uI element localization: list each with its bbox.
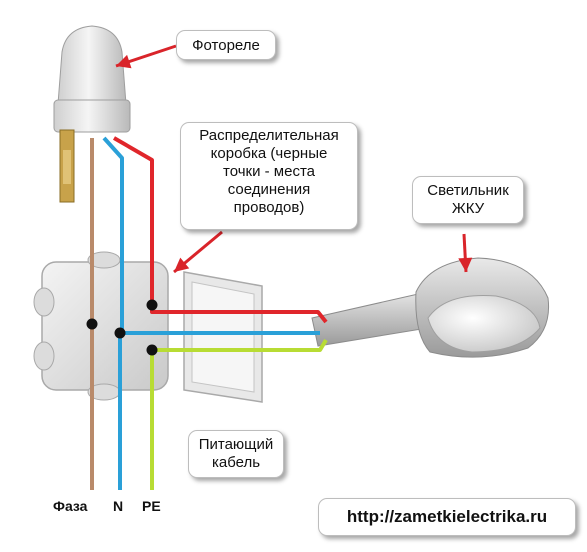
source-url: http://zametkielectrika.ru [318, 498, 576, 536]
callout-arrows [115, 44, 473, 274]
label-phase: Фаза [53, 498, 88, 514]
connection-dot-phase [146, 299, 158, 311]
connection-dot-ground [146, 344, 158, 356]
connection-dot-brown [86, 318, 98, 330]
wire-ground-to-lamp [152, 338, 328, 352]
callout-photorelay: Фотореле [176, 30, 276, 60]
connection-dot-neutral [114, 327, 126, 339]
wire-relay-red [112, 136, 154, 305]
street-lamp [311, 257, 550, 358]
junction-box [33, 251, 263, 403]
arrow-to-photorelay [115, 44, 177, 69]
callout-supply-cable: Питающий кабель [188, 430, 284, 478]
label-neutral: N [113, 498, 124, 514]
arrow-to-lamp [458, 233, 473, 273]
callout-lamp: Светильник ЖКУ [412, 176, 524, 224]
wire-relay-blue [102, 136, 124, 330]
photorelay-device [53, 25, 131, 203]
callout-junction-box: Распределительная коробка (черные точки … [180, 122, 358, 230]
label-ground: PE [142, 498, 161, 514]
connection-points [86, 299, 158, 356]
arrow-to-junction-box [173, 230, 223, 274]
